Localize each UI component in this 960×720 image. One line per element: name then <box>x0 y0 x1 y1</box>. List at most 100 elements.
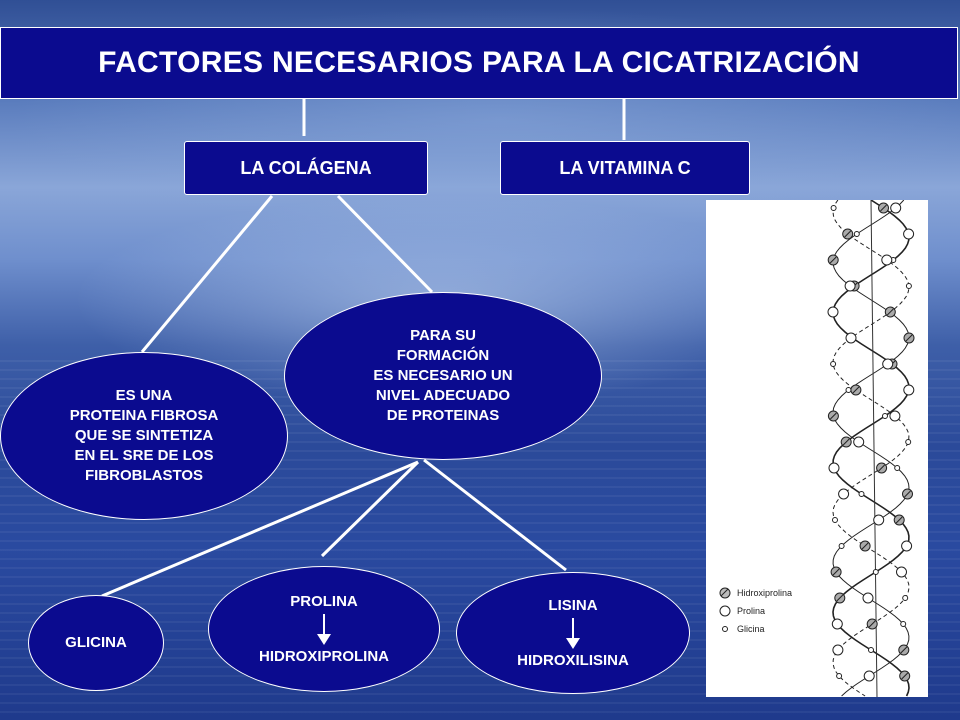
helix-legend: Hidroxiprolina Prolina Glicina <box>718 584 792 638</box>
proteina-line-1: ES UNA <box>115 387 173 404</box>
formacion-line-1: PARA SU <box>410 327 476 344</box>
triple-helix-drawing <box>827 199 915 698</box>
title-banner: FACTORES NECESARIOS PARA LA CICATRIZACIÓ… <box>0 27 958 99</box>
residue-hatch <box>836 594 844 602</box>
glicina-label: GLICINA <box>65 634 127 651</box>
residue-hatch <box>832 568 840 576</box>
prolina-residue <box>901 540 913 552</box>
residue-hatch <box>861 542 869 550</box>
legend-glicina-label: Glicina <box>737 624 765 634</box>
small-circle-icon <box>722 626 728 632</box>
prolina-residue <box>845 332 857 344</box>
formacion-line-3: ES NECESARIO UN <box>373 367 513 384</box>
residue-hatch <box>830 412 837 420</box>
glicina-residue <box>868 647 874 653</box>
prolina-residue <box>903 384 915 396</box>
node-vitamina-c: LA VITAMINA C <box>500 141 750 195</box>
helix-axis <box>870 199 878 698</box>
glicina-residue <box>830 361 837 367</box>
glicina-residue <box>830 205 837 211</box>
prolina-residue <box>873 514 885 526</box>
prolina-residue <box>889 410 901 422</box>
helix-strand <box>832 199 910 697</box>
helix-strand <box>832 199 910 697</box>
residue-hatch <box>904 490 911 498</box>
node-colagena-label: LA COLÁGENA <box>240 157 372 178</box>
formacion-line-4: NIVEL ADECUADO <box>375 387 511 404</box>
glicina-residue <box>853 231 860 237</box>
legend-glicina: Glicina <box>718 620 792 638</box>
legend-prolina: Prolina <box>718 602 792 620</box>
proteina-line-4: EN EL SRE DE LOS <box>74 447 214 464</box>
prolina-residue <box>838 488 850 500</box>
formacion-line-5: DE PROTEINAS <box>386 407 500 424</box>
residue-hatch <box>878 464 885 472</box>
glicina-residue <box>836 673 843 679</box>
residue-hatch <box>895 516 903 524</box>
arrow-down-icon <box>317 614 331 645</box>
glicina-residue <box>905 439 912 445</box>
prolina-residue <box>844 280 856 292</box>
legend-hidroxiprolina: Hidroxiprolina <box>718 584 792 602</box>
page-title: FACTORES NECESARIOS PARA LA CICATRIZACIÓ… <box>98 46 860 79</box>
legend-hidroxiprolina-label: Hidroxiprolina <box>737 588 793 598</box>
prolina-residue <box>863 670 875 682</box>
prolina-residue <box>862 592 874 604</box>
residue-hatch <box>901 672 909 680</box>
hatched-circle-icon <box>719 587 731 599</box>
node-formacion: PARA SU FORMACIÓN ES NECESARIO UN NIVEL … <box>284 292 602 460</box>
glicina-residue <box>902 595 909 601</box>
proteina-line-2: PROTEINA FIBROSA <box>69 407 219 424</box>
open-circle-icon <box>719 605 731 617</box>
prolina-residue <box>882 358 894 370</box>
glicina-residue <box>900 621 907 627</box>
prolina-residue <box>831 618 843 630</box>
glicina-residue <box>845 387 852 393</box>
residue-hatch <box>852 386 860 394</box>
residue-hatch <box>900 646 908 654</box>
collagen-helix-illustration: Hidroxiprolina Prolina Glicina <box>706 199 928 698</box>
prolina-residue <box>853 436 865 448</box>
glicina-residue <box>858 491 865 497</box>
glicina-residue <box>832 517 838 523</box>
residue-hatch <box>844 230 852 238</box>
proteina-line-3: QUE SE SINTETIZA <box>74 427 214 444</box>
proteina-line-5: FIBROBLASTOS <box>84 467 204 484</box>
glicina-residue <box>894 465 901 471</box>
glicina-residue <box>905 283 912 289</box>
glicina-residue <box>872 569 879 575</box>
residue-hatch <box>829 256 837 264</box>
connector-formacion-glicina <box>101 460 419 598</box>
prolina-residue <box>881 254 893 266</box>
connector-formacion-prolina <box>320 460 420 558</box>
glicina-residue <box>838 543 845 549</box>
prolina-residue <box>890 202 902 214</box>
glicina-residue <box>882 413 888 419</box>
node-glicina: GLICINA <box>28 595 164 691</box>
prolina-residue <box>832 644 844 656</box>
prolina-residue <box>828 462 840 474</box>
node-vitamina-c-label: LA VITAMINA C <box>559 157 691 178</box>
connector-formacion-lisina <box>423 458 567 572</box>
prolina-label: PROLINA <box>290 593 358 610</box>
residue-hatch <box>905 334 913 342</box>
hidroxilisina-label: HIDROXILISINA <box>517 652 629 669</box>
residue-hatch <box>842 438 850 446</box>
node-proteina-fibrosa: ES UNA PROTEINA FIBROSA QUE SE SINTETIZA… <box>0 352 288 520</box>
node-prolina: PROLINA HIDROXIPROLINA <box>208 566 440 692</box>
hidroxiprolina-label: HIDROXIPROLINA <box>258 648 389 665</box>
prolina-residue <box>903 228 915 240</box>
node-colagena: LA COLÁGENA <box>184 141 428 195</box>
residue-hatch <box>886 308 894 316</box>
residue-hatch <box>868 620 876 628</box>
connector-colagena-proteina <box>140 195 274 353</box>
prolina-residue <box>896 566 907 578</box>
prolina-residue <box>827 306 839 318</box>
node-lisina: LISINA HIDROXILISINA <box>456 572 690 694</box>
connector-colagena-formacion <box>336 194 434 294</box>
lisina-label: LISINA <box>548 597 598 614</box>
legend-prolina-label: Prolina <box>737 606 766 616</box>
residue-hatch <box>880 204 887 212</box>
formacion-line-2: FORMACIÓN <box>396 347 490 364</box>
